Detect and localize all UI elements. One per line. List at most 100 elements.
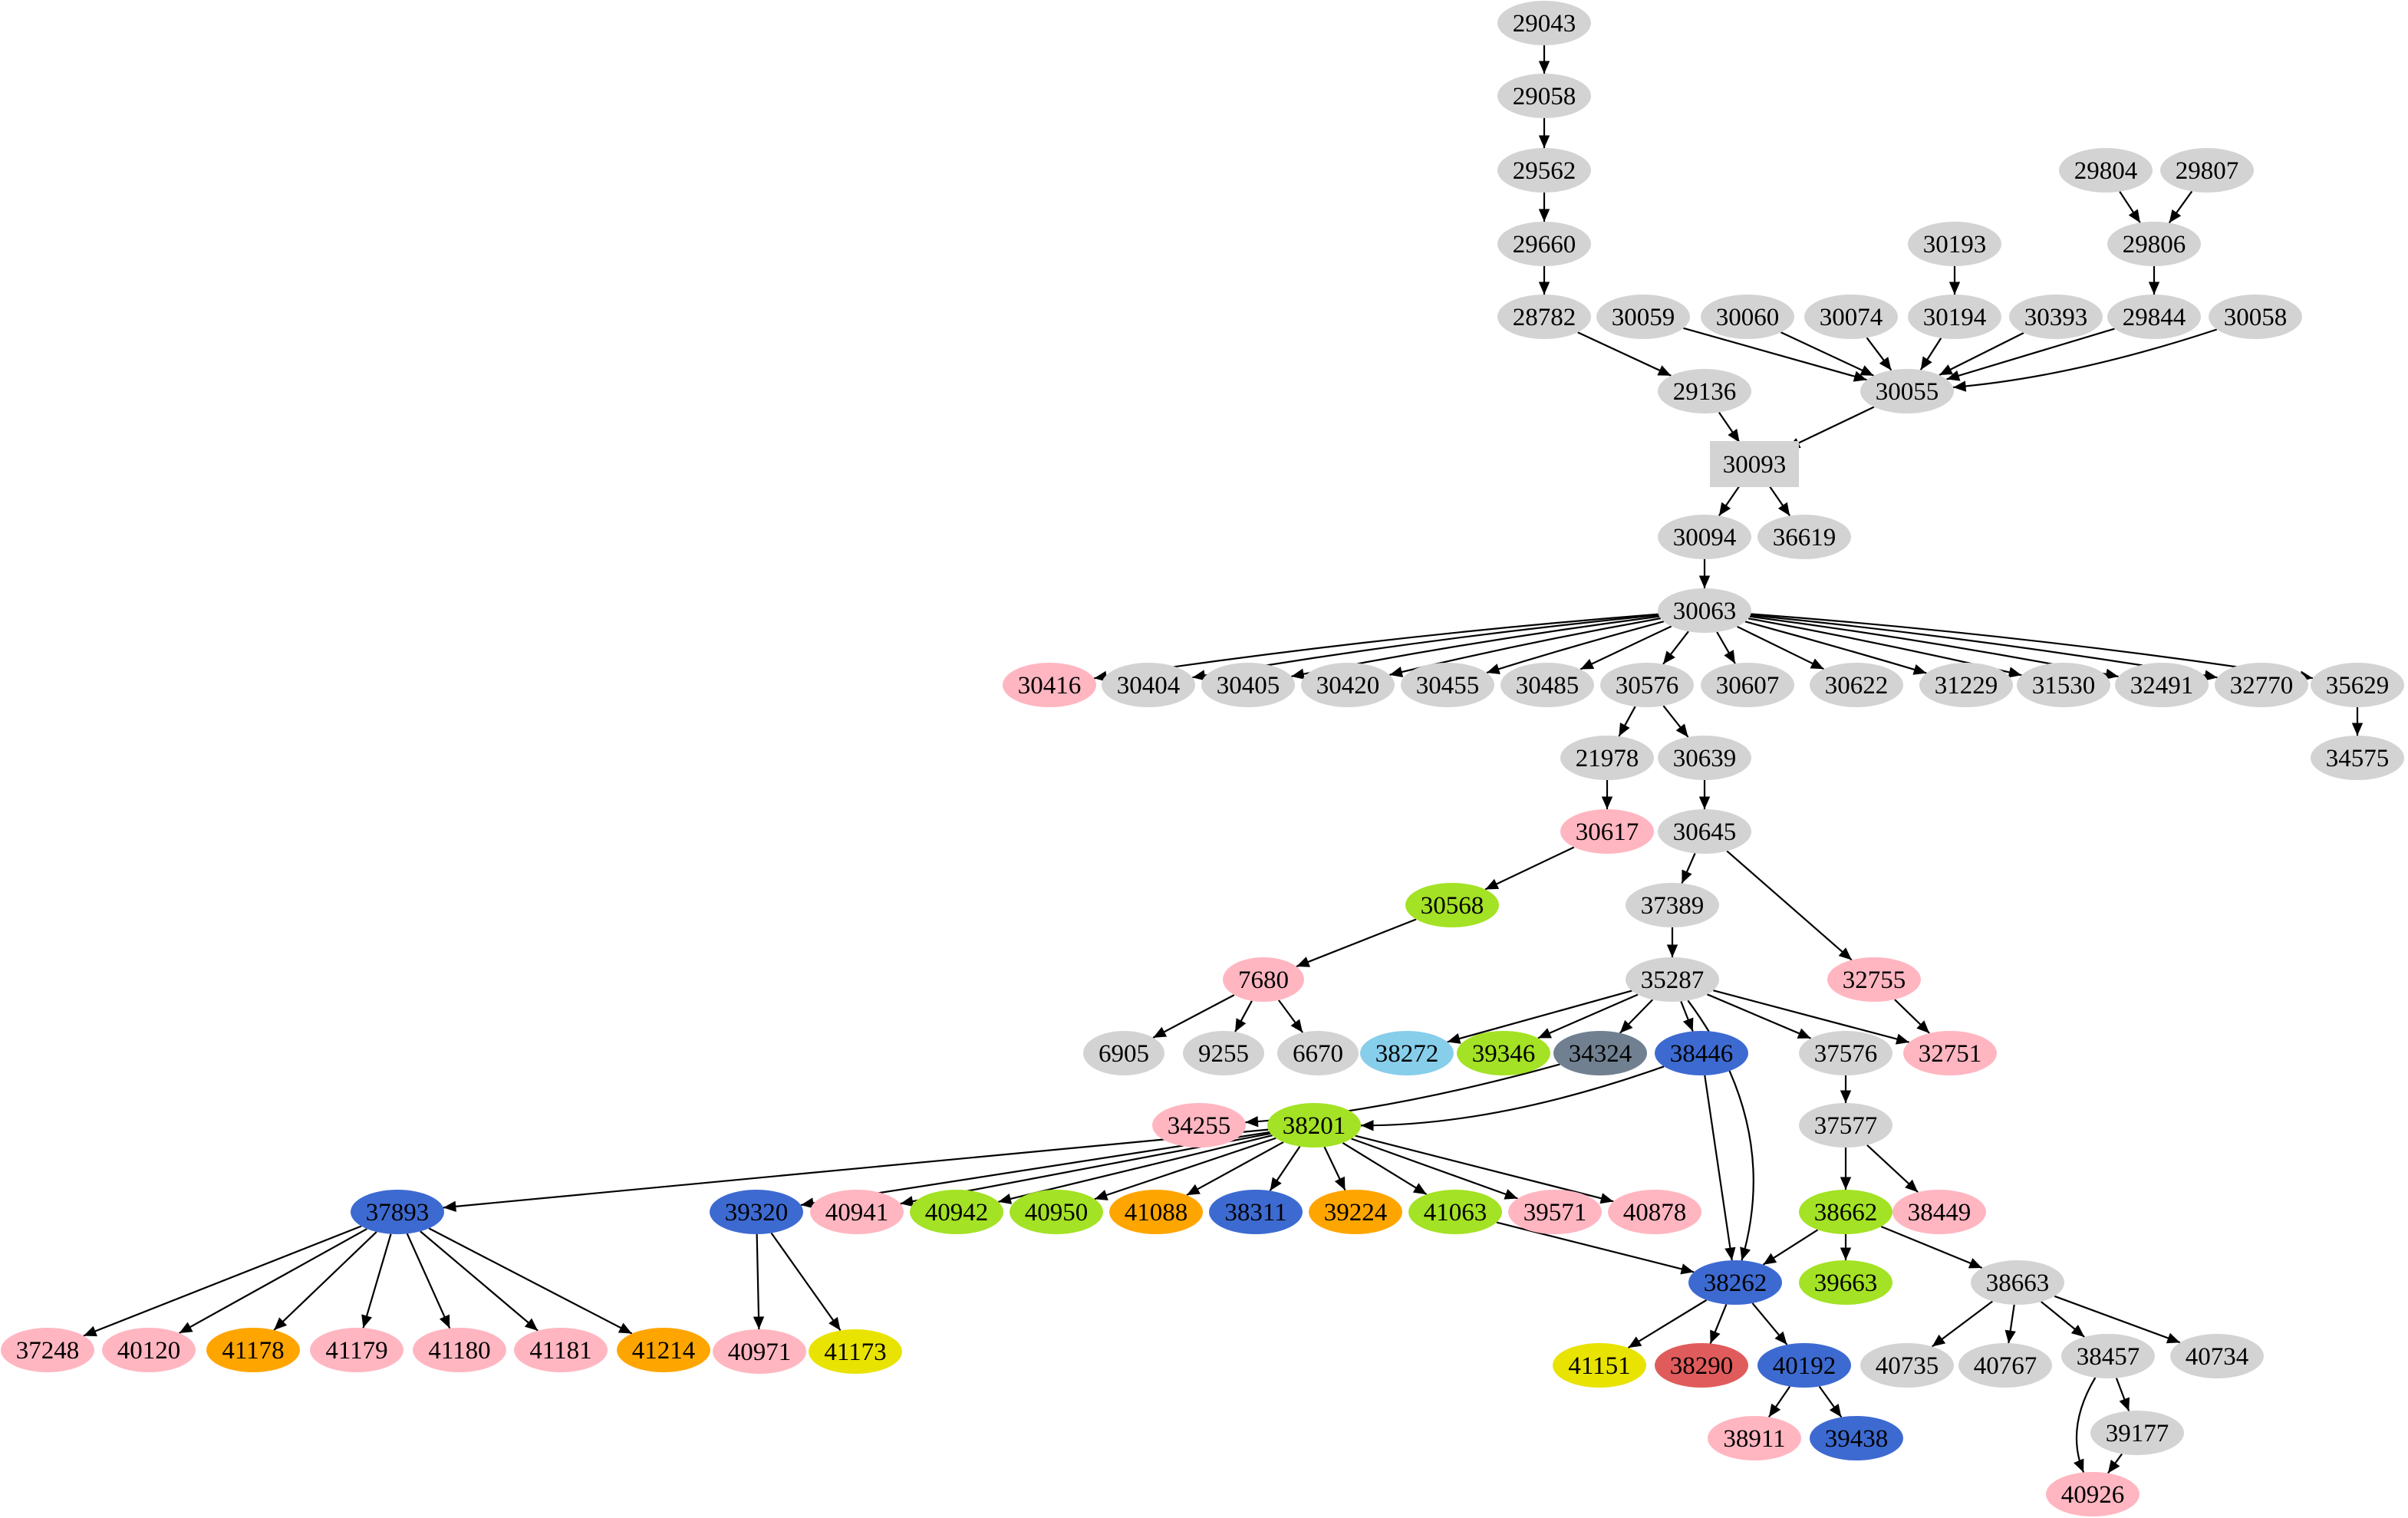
node-35287: 35287 <box>1626 957 1719 1002</box>
node-shape-ellipse <box>1799 1031 1892 1075</box>
node-shape-ellipse <box>2311 663 2404 707</box>
node-shape-ellipse <box>1596 295 1690 339</box>
node-39663: 39663 <box>1799 1260 1892 1305</box>
edge-38663-40767 <box>2004 1304 2016 1344</box>
node-shape-ellipse <box>1971 1260 2064 1305</box>
edge-38201-40878 <box>1355 1134 1614 1204</box>
node-38663: 38663 <box>1971 1260 2064 1305</box>
node-30055: 30055 <box>1860 369 1954 413</box>
node-37576: 37576 <box>1799 1031 1892 1075</box>
node-30455: 30455 <box>1401 663 1494 707</box>
edge-29136-30093 <box>1718 411 1741 443</box>
node-label: 38663 <box>1986 1269 2050 1297</box>
node-39177: 39177 <box>2090 1411 2184 1455</box>
edge-37893-41180 <box>406 1233 451 1329</box>
edge-30063-30576 <box>1662 631 1689 665</box>
edge-37893-37248 <box>83 1225 362 1337</box>
node-30405: 30405 <box>1201 663 1295 707</box>
node-label: 30060 <box>1716 304 1780 331</box>
node-shape-ellipse <box>1827 957 1921 1002</box>
node-label: 38446 <box>1670 1040 1734 1068</box>
node-label: 40971 <box>728 1339 792 1366</box>
node-shape-ellipse <box>1267 1103 1361 1148</box>
node-label: 38911 <box>1723 1425 1785 1453</box>
node-label: 32751 <box>1919 1040 1982 1068</box>
edge-30063-35629 <box>1751 613 2314 682</box>
node-label: 40192 <box>1773 1352 1836 1380</box>
edge-30093-36619 <box>1768 485 1791 517</box>
edge-38201-40950 <box>1094 1137 1276 1200</box>
node-label: 28782 <box>1513 304 1576 331</box>
node-label: 39320 <box>725 1199 789 1227</box>
node-shape-ellipse <box>413 1328 506 1372</box>
edge-30063-30607 <box>1716 631 1736 664</box>
edge-38663-38457 <box>2041 1301 2085 1338</box>
node-label: 41179 <box>325 1337 387 1365</box>
node-9255: 9255 <box>1183 1031 1264 1075</box>
node-shape-ellipse <box>102 1328 196 1372</box>
edge-30617-30568 <box>1484 846 1575 891</box>
edge-30645-37389 <box>1681 852 1696 884</box>
edge-38662-38663 <box>1880 1225 1983 1269</box>
node-shape-ellipse <box>2160 148 2254 193</box>
node-shape-ellipse <box>1658 369 1751 413</box>
edge-30055-30093 <box>1787 406 1875 449</box>
node-30420: 30420 <box>1301 663 1395 707</box>
node-29660: 29660 <box>1497 222 1591 266</box>
node-30074: 30074 <box>1804 295 1898 339</box>
node-shape-ellipse <box>1799 1260 1892 1305</box>
node-shape-ellipse <box>1405 883 1499 927</box>
edge-28782-29136 <box>1577 331 1672 377</box>
node-label: 30420 <box>1316 672 1380 700</box>
node-shape-ellipse <box>910 1190 1003 1234</box>
node-shape-ellipse <box>1497 148 1591 193</box>
node-shape-ellipse <box>2215 663 2308 707</box>
node-shape-ellipse <box>1799 1190 1892 1234</box>
node-shape-ellipse <box>1860 369 1954 413</box>
edge-38201-39224 <box>1323 1146 1346 1191</box>
node-30576: 30576 <box>1600 663 1694 707</box>
node-shape-ellipse <box>1757 1343 1851 1388</box>
edge-37893-41178 <box>273 1231 377 1331</box>
node-29844: 29844 <box>2107 295 2201 339</box>
node-shape-ellipse <box>1958 1343 2052 1388</box>
node-38446: 38446 <box>1655 1031 1748 1075</box>
node-shape-ellipse <box>1919 663 2013 707</box>
node-shape-ellipse <box>351 1190 444 1234</box>
node-label: 40950 <box>1025 1199 1089 1227</box>
node-shape-ellipse <box>1497 1 1591 45</box>
node-32770: 32770 <box>2215 663 2308 707</box>
edge-38201-41063 <box>1342 1141 1428 1196</box>
node-label: 29562 <box>1513 157 1576 185</box>
edge-40192-39438 <box>1818 1385 1843 1418</box>
node-shape-ellipse <box>206 1328 300 1372</box>
node-shape-ellipse <box>1010 1190 1103 1234</box>
node-shape-ellipse <box>1560 736 1654 780</box>
edge-41063-38262 <box>1496 1221 1695 1275</box>
node-30194: 30194 <box>1908 295 2001 339</box>
node-label: 34255 <box>1168 1112 1231 1140</box>
node-40734: 40734 <box>2170 1334 2264 1378</box>
node-41173: 41173 <box>809 1329 902 1374</box>
node-31229: 31229 <box>1919 663 2013 707</box>
node-label: 36619 <box>1773 524 1836 552</box>
node-37389: 37389 <box>1626 883 1719 927</box>
node-40971: 40971 <box>713 1329 806 1374</box>
node-38201: 38201 <box>1267 1103 1361 1148</box>
node-29807: 29807 <box>2160 148 2254 193</box>
node-shape-ellipse <box>1658 515 1751 559</box>
node-shape-ellipse <box>1209 1190 1303 1234</box>
node-shape-ellipse <box>1497 295 1591 339</box>
edge-32755-32751 <box>1894 999 1930 1034</box>
node-shape-ellipse <box>1658 588 1751 633</box>
edge-30063-30455 <box>1486 621 1665 675</box>
node-30060: 30060 <box>1701 295 1794 339</box>
node-shape-ellipse <box>1860 1343 1954 1388</box>
edge-7680-6670 <box>1277 999 1304 1033</box>
node-37577: 37577 <box>1799 1103 1892 1148</box>
node-37893: 37893 <box>351 1190 444 1234</box>
node-40941: 40941 <box>810 1190 904 1234</box>
edge-37893-41181 <box>420 1230 539 1332</box>
node-shape-ellipse <box>1223 957 1304 1002</box>
node-30639: 30639 <box>1658 736 1751 780</box>
